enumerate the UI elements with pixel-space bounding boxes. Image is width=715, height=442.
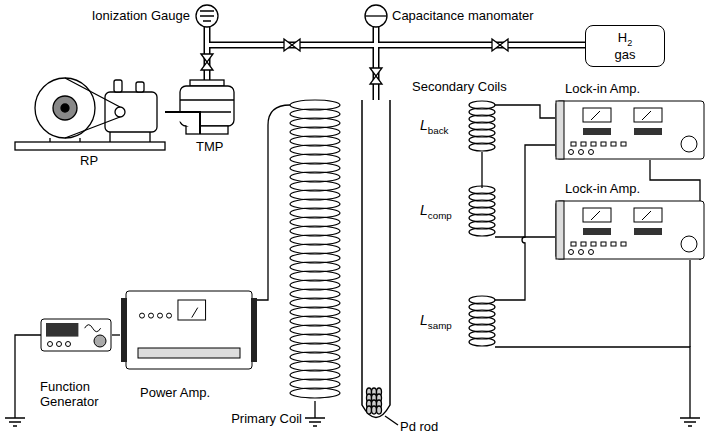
signal-cable [112, 334, 120, 335]
sample-tube [362, 100, 390, 418]
coil-windings [290, 100, 495, 398]
part-label: Pd rod [400, 420, 438, 434]
device-label: Function Generator [40, 380, 112, 410]
capacitance-manometer-symbol [365, 5, 387, 27]
coil-label: Lback [420, 118, 449, 137]
coil-label: Lcomp [420, 203, 452, 222]
lock-in-amplifier-icon [555, 100, 705, 160]
coil-label: Lsamp [420, 313, 452, 332]
ground-symbols [5, 418, 700, 426]
gauge-label: Capacitance manomater [392, 9, 534, 23]
device-label: Power Amp. [140, 386, 210, 401]
gauge-label: Ionization Gauge [92, 9, 190, 23]
valves [201, 39, 508, 84]
lock-in-amplifier: Lock-in Amp. [555, 100, 705, 160]
coil-group-label: Secondary Coils [412, 80, 507, 94]
box-label: H2gas [615, 31, 636, 62]
function-generator-icon [40, 318, 112, 352]
pd-rod [367, 388, 382, 414]
device-label: Lock-in Amp. [565, 182, 640, 197]
ionization-gauge-symbol [196, 5, 218, 27]
rotary-pump [15, 78, 200, 150]
gas-pipes [207, 27, 585, 100]
pump-label: RP [80, 154, 98, 168]
lock-in-amplifier: Lock-in Amp. [555, 200, 705, 260]
pump-label: TMP [196, 140, 223, 154]
power-amplifier: Power Amp. [120, 290, 258, 370]
lock-in-amplifier-icon [555, 200, 705, 260]
device-label: Lock-in Amp. [565, 82, 640, 97]
power-amplifier-icon [120, 290, 258, 370]
gas-cylinder-box: H2gas [585, 25, 665, 67]
function-generator: Function Generator [40, 318, 112, 352]
primary-wiring [15, 105, 315, 418]
pd-rod-leader [385, 416, 398, 425]
coil-label: Primary Coil [231, 412, 302, 426]
